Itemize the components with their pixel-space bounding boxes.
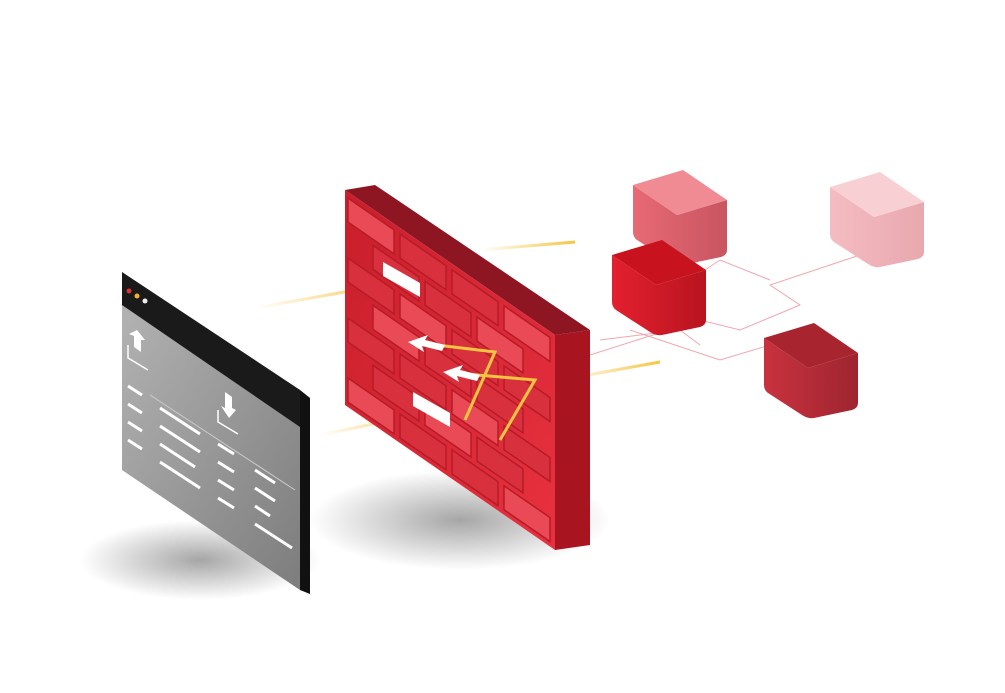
wall-brick bbox=[503, 424, 551, 483]
window-maximize-dot bbox=[142, 298, 148, 304]
wall-brick bbox=[347, 256, 395, 316]
server-cubes bbox=[612, 170, 924, 419]
window-close-dot bbox=[126, 288, 132, 294]
wall-brick bbox=[424, 339, 472, 399]
window-text-lines bbox=[127, 384, 293, 550]
browser-window-icon bbox=[122, 272, 310, 594]
wall-brick bbox=[451, 268, 499, 328]
wall-brick bbox=[347, 316, 395, 376]
wall-brick bbox=[372, 303, 420, 363]
wall-top bbox=[345, 185, 590, 335]
server-cube-icon bbox=[764, 323, 858, 419]
wall-brick bbox=[347, 376, 395, 436]
return-arrows bbox=[419, 341, 538, 441]
wall-side bbox=[555, 330, 590, 550]
window-divider bbox=[149, 394, 296, 491]
wall-brick bbox=[451, 448, 499, 508]
download-arrow-icon bbox=[217, 392, 239, 435]
wall-brick bbox=[347, 196, 395, 256]
upload-arrow-icon bbox=[127, 330, 149, 371]
wall-brick bbox=[424, 279, 472, 339]
server-cube-icon bbox=[830, 172, 924, 268]
wall-brick bbox=[399, 292, 447, 352]
packet-block bbox=[413, 392, 450, 427]
wall-brick bbox=[399, 232, 447, 292]
packet-block bbox=[383, 262, 420, 297]
wall-brick bbox=[451, 388, 499, 448]
wall-brick bbox=[503, 484, 551, 543]
server-cube-icon bbox=[612, 240, 706, 336]
brick-wall-icon bbox=[345, 185, 590, 550]
wall-brick bbox=[399, 352, 447, 412]
wall-brick bbox=[503, 304, 551, 363]
wall-brick bbox=[476, 315, 524, 375]
arrow-left-icon bbox=[408, 335, 445, 352]
wall-brick bbox=[476, 435, 524, 495]
wall-brick bbox=[372, 363, 420, 423]
arrow-left-icon bbox=[443, 365, 480, 382]
window-minimize-dot bbox=[134, 293, 140, 299]
wall-brick bbox=[399, 412, 447, 472]
